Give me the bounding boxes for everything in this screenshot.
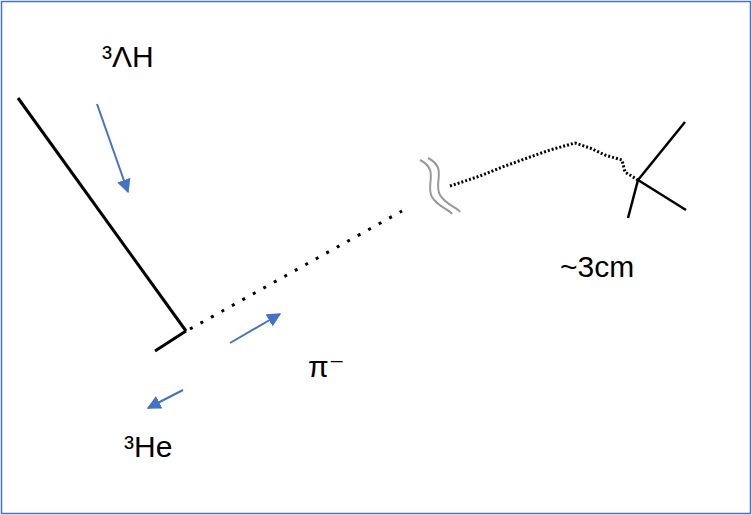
pion-track-end xyxy=(450,143,638,186)
particle-label: ³He xyxy=(124,430,172,463)
star-prong xyxy=(638,180,686,210)
star-prong xyxy=(628,180,638,218)
star-prong xyxy=(638,122,685,180)
helium-track xyxy=(155,331,186,351)
direction-arrow xyxy=(97,104,128,192)
particle-label: π⁻ xyxy=(308,350,345,383)
distance-label: ~3cm xyxy=(560,250,634,283)
break-mark xyxy=(420,160,452,214)
pion-track xyxy=(190,211,402,329)
particle-label: ³ΛH xyxy=(102,40,154,73)
direction-arrow xyxy=(230,314,280,343)
direction-arrow xyxy=(148,390,183,408)
hypertriton-track xyxy=(18,98,186,331)
